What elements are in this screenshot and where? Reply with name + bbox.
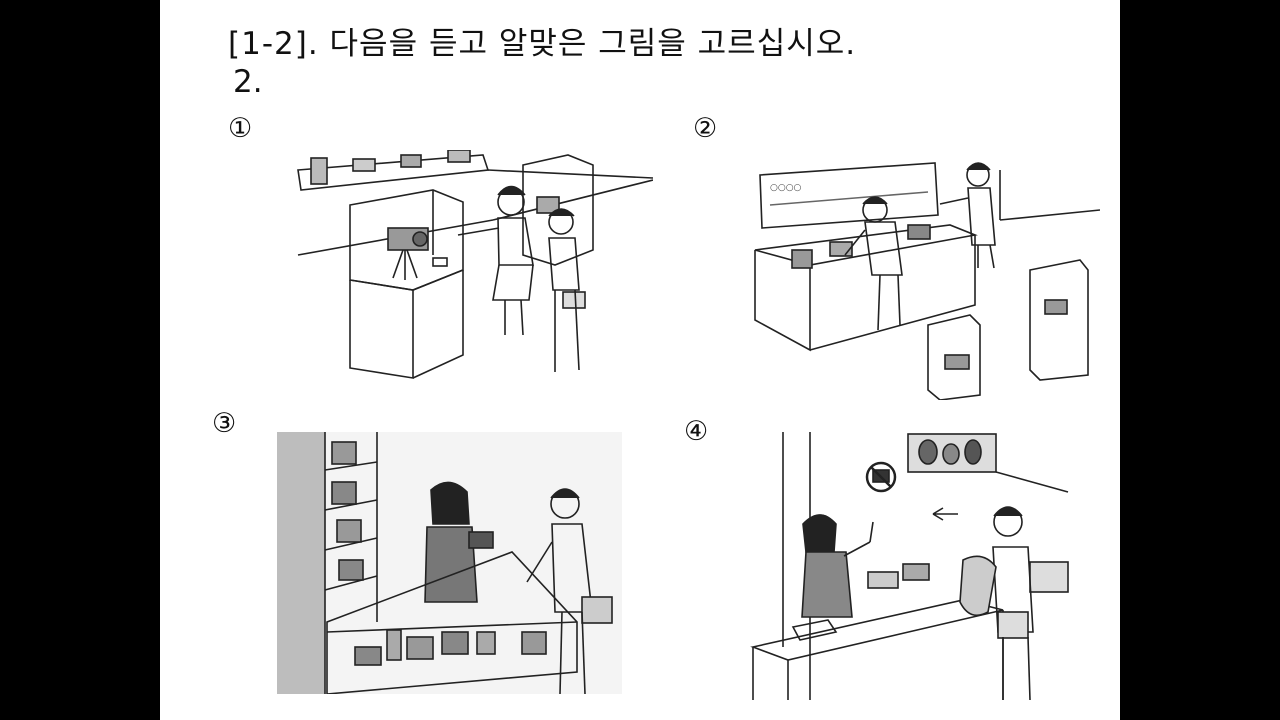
choice-3-marker[interactable]: ③	[212, 408, 237, 439]
choice-2-illustration[interactable]: ○○○○	[750, 160, 1100, 400]
museum-counter-image: ○○○○	[754, 162, 1100, 400]
question-number: 2.	[233, 64, 263, 100]
museum-camera-display-image	[297, 150, 653, 379]
choice-4-marker[interactable]: ④	[684, 416, 709, 447]
camera-shop-image	[277, 432, 622, 694]
svg-text:○○○○: ○○○○	[770, 183, 802, 193]
choice-3-illustration[interactable]	[277, 432, 622, 694]
choice-1-marker[interactable]: ①	[228, 113, 253, 144]
museum-info-desk-image	[750, 432, 1069, 700]
instruction-text: [1-2]. 다음을 듣고 알맞은 그림을 고르십시오.	[228, 26, 857, 62]
worksheet-page: [1-2]. 다음을 듣고 알맞은 그림을 고르십시오. 2. ①	[160, 0, 1120, 720]
choice-1-illustration[interactable]	[293, 150, 653, 385]
choice-4-illustration[interactable]	[748, 432, 1078, 700]
choice-2-marker[interactable]: ②	[693, 113, 718, 144]
